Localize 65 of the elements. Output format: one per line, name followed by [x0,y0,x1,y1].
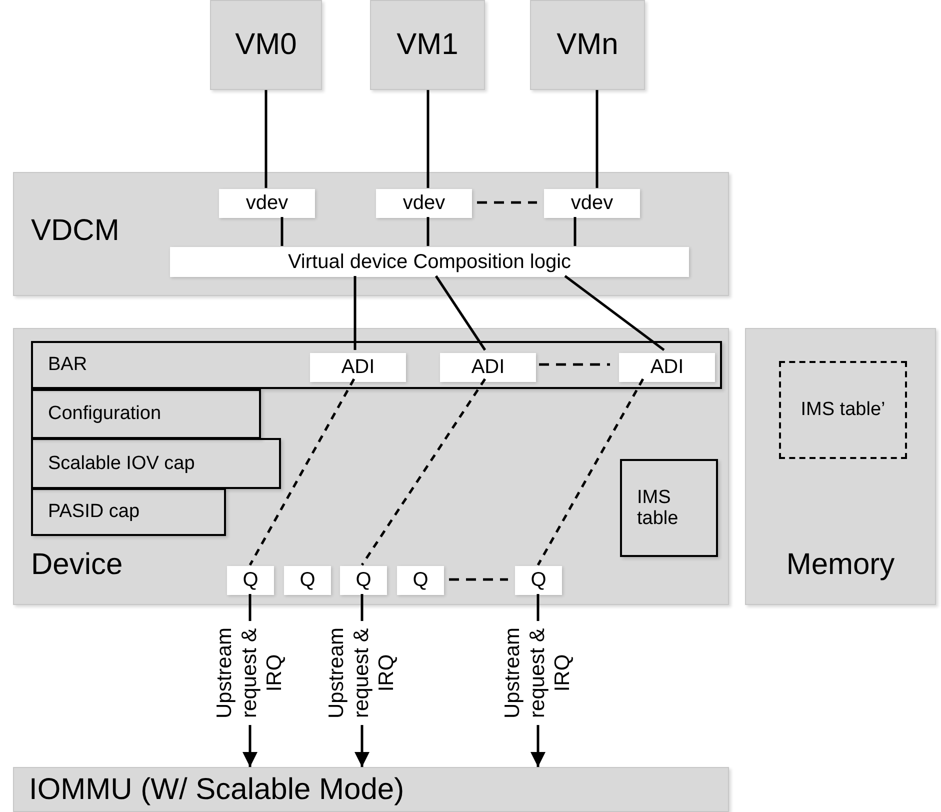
connector-line [536,378,644,566]
box-label: Q [242,569,258,592]
register-box [31,488,226,536]
connector-line [449,578,508,581]
queue-box [227,566,274,595]
vm-box [530,0,645,90]
vdcm-panel [13,172,729,296]
box-label: Scalable IOV cap [48,452,195,474]
queue-box [515,566,562,595]
connector-line [574,217,576,246]
box-label: IMS table’ [800,399,886,421]
connector-line [539,363,610,366]
box-label: Q [300,569,316,592]
connector-line [360,378,486,566]
box-label: Device [31,548,123,582]
box-label: Q [412,569,428,592]
box-label: ADI [341,356,375,379]
queue-box [397,566,444,595]
register-box [31,389,261,439]
vdev-box [376,189,472,218]
box-label: vdev [570,192,614,215]
box-label: Memory [785,548,896,582]
box-label: ADI [471,356,505,379]
device-panel [13,328,729,605]
box-label: Virtual device Composition logic [288,250,572,274]
connector-line [477,201,537,204]
box-label: VM0 [235,28,297,62]
box-label: PASID cap [48,501,140,523]
connector-line [354,276,356,350]
box-label: VDCM [31,214,120,248]
connector-line [426,217,430,246]
connector-line [434,275,486,351]
box-label: Configuration [48,403,162,425]
composition-logic-box [170,247,689,277]
queue-box [284,566,331,595]
box-label: vdev [246,192,288,215]
queue-box [340,566,387,595]
box-label: Q [530,569,546,592]
connector-line [596,90,598,188]
box-label: IOMMU (W/ Scalable Mode) [29,772,404,806]
connector-line [426,90,430,188]
vdev-box [219,189,315,218]
iommu-bar [13,767,729,812]
table-box [779,361,907,459]
connector-line [564,275,665,351]
adi-box [619,353,715,382]
connector-line [248,378,356,566]
box-label: VM1 [396,28,458,62]
box-label: BAR [48,354,88,376]
adi-box [310,353,406,382]
memory-panel [745,328,936,605]
vdev-box [544,189,640,218]
bar-region [31,341,722,389]
box-label: Q [356,569,372,592]
connector-line [264,90,268,188]
table-box [620,459,718,557]
vm-box [210,0,322,90]
box-label: vdev [402,192,446,215]
box-label: ADI [650,356,684,379]
connector-line [280,217,284,246]
adi-box [440,353,536,382]
box-label: VMn [556,28,618,62]
vm-box [370,0,485,90]
register-box [31,438,281,489]
box-label: IMS table [637,486,680,530]
